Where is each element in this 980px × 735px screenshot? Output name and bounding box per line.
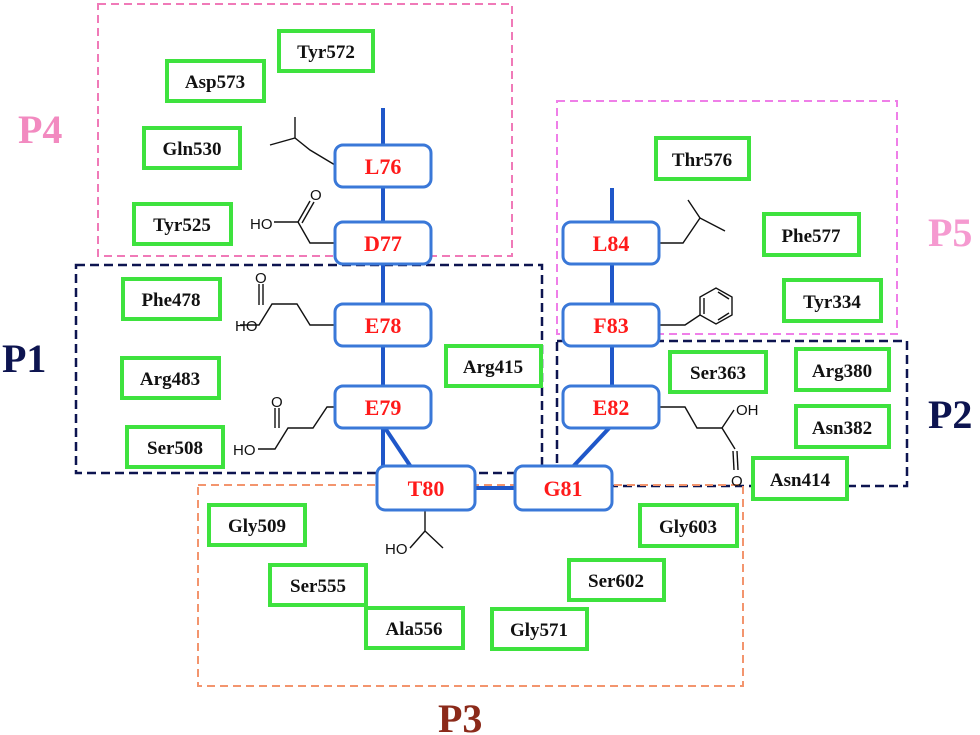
binding-residue-gly571-label: Gly571 [510,620,568,641]
residue-L84: L84 [561,220,661,266]
binding-residue-ser508: Ser508 [125,425,225,469]
d77-o-label: O [310,187,322,204]
residue-E78: E78 [333,302,433,348]
binding-residue-tyr525-label: Tyr525 [153,215,211,236]
binding-residue-ser602-label: Ser602 [588,571,644,592]
residue-E79: E79 [333,384,433,430]
binding-residue-phe478: Phe478 [121,277,222,321]
e79-ho-label: HO [233,442,256,459]
pocket-p5-label: P5 [928,210,972,255]
binding-residue-asp573: Asp573 [165,59,266,103]
residue-T80: T80 [375,464,477,512]
binding-residue-gly603: Gly603 [638,503,739,548]
binding-residue-thr576-label: Thr576 [672,150,732,171]
residue-G81: G81 [513,464,614,512]
residue-L84-label: L84 [593,231,630,256]
binding-residue-ala556-label: Ala556 [386,619,443,640]
e78-ho-label: HO [235,318,258,335]
t80-ho-label: HO [385,541,408,558]
binding-residue-thr576: Thr576 [654,136,751,181]
residue-F83: F83 [561,302,661,348]
binding-residue-tyr334: Tyr334 [782,278,883,323]
e82-oh-label: OH [736,402,759,419]
binding-residue-gly509: Gly509 [207,503,307,547]
residue-E78-label: E78 [365,313,402,338]
e78-o-label: O [255,270,267,287]
residue-E82: E82 [561,384,661,430]
binding-residue-gly509-label: Gly509 [228,516,286,537]
binding-residue-ser363-label: Ser363 [690,363,746,384]
residue-L76: L76 [333,143,433,189]
binding-residue-tyr334-label: Tyr334 [803,292,861,313]
pocket-p1-box [74,263,544,475]
binding-residue-arg415: Arg415 [444,344,543,388]
binding-residue-asp573-label: Asp573 [185,72,245,93]
binding-residue-ser555-label: Ser555 [290,576,346,597]
binding-residue-ser602: Ser602 [567,558,666,602]
e82-o-label: O [731,473,743,490]
pocket-p4-label: P4 [18,107,62,152]
d77-ho-label: HO [250,216,273,233]
pocket-p4-box [97,3,513,257]
binding-residue-gln530: Gln530 [142,126,242,170]
pocket-p2-box [555,339,909,488]
binding-residue-ala556: Ala556 [364,606,465,650]
binding-residue-ser555: Ser555 [268,563,368,607]
binding-residue-gly603-label: Gly603 [659,517,717,538]
binding-residue-arg483-label: Arg483 [140,369,200,390]
binding-residue-asn414: Asn414 [751,456,849,501]
binding-residue-tyr572-label: Tyr572 [297,42,355,63]
binding-residue-gly571: Gly571 [490,607,589,651]
binding-residue-arg483: Arg483 [120,356,221,400]
binding-residue-asn382-label: Asn382 [812,418,872,439]
binding-residue-phe577: Phe577 [762,212,861,257]
residue-T80-label: T80 [408,476,445,501]
residue-D77: D77 [333,220,433,266]
pocket-p2-label: P2 [928,392,972,437]
pocket-p1-label: P1 [2,336,46,381]
residue-E82-label: E82 [593,395,630,420]
residue-F83-label: F83 [593,313,628,338]
binding-residue-phe478-label: Phe478 [141,290,200,311]
binding-residue-phe577-label: Phe577 [781,226,841,247]
pocket-p3-box [197,484,744,687]
binding-residue-arg380-label: Arg380 [812,361,872,382]
residue-E79-label: E79 [365,395,402,420]
sidechains [240,117,739,549]
binding-residue-asn414-label: Asn414 [770,470,831,491]
binding-residue-arg380: Arg380 [794,347,891,392]
binding-residue-tyr572: Tyr572 [277,29,375,73]
residue-G81-label: G81 [543,476,582,501]
binding-residue-ser508-label: Ser508 [147,438,203,459]
e79-o-label: O [271,394,283,411]
binding-residue-asn382: Asn382 [794,404,891,449]
residue-D77-label: D77 [364,231,402,256]
residue-L76-label: L76 [365,154,402,179]
pocket-p3-label: P3 [438,696,482,735]
binding-residue-tyr525: Tyr525 [132,202,233,246]
binding-residue-gln530-label: Gln530 [162,139,221,160]
binding-residue-arg415-label: Arg415 [463,357,523,378]
pocket-p5-box [556,100,898,335]
binding-residue-ser363: Ser363 [668,350,768,394]
